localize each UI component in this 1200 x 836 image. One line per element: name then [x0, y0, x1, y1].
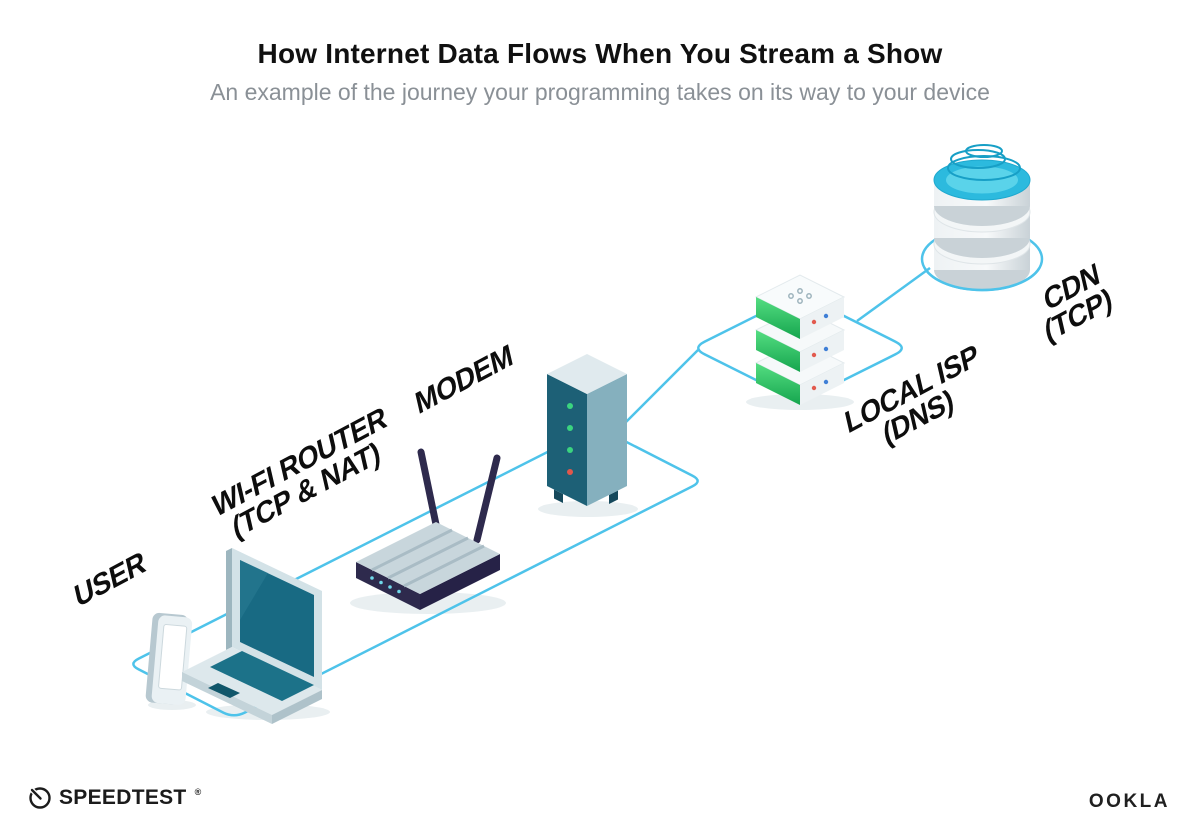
server-vent-dots	[788, 288, 812, 304]
user-phone	[145, 612, 193, 705]
isp-to-cdn-line	[856, 266, 931, 323]
cdn-ring-front-arc	[923, 267, 1041, 292]
cdn-swirl-rings	[947, 144, 1021, 181]
modem-led-lights	[567, 403, 573, 475]
page-title: How Internet Data Flows When You Stream …	[257, 38, 943, 69]
page-subtitle: An example of the journey your programmi…	[210, 79, 990, 105]
speedtest-trademark: ®	[194, 787, 202, 797]
speedtest-logo: SPEEDTEST ®	[28, 786, 202, 810]
speedtest-wordmark: SPEEDTEST	[59, 786, 187, 809]
cdn-database	[923, 144, 1041, 292]
header: How Internet Data Flows When You Stream …	[0, 38, 1200, 106]
router-led-lights	[370, 576, 401, 594]
wifi-router	[356, 448, 501, 610]
speedtest-gauge-icon	[29, 787, 51, 809]
modem-device	[547, 354, 627, 506]
user-laptop	[182, 548, 322, 724]
ookla-wordmark: OOKLA	[1088, 791, 1170, 812]
ookla-logo: OOKLA	[1089, 791, 1170, 813]
isp-server-stack	[754, 274, 846, 405]
server-unit-top	[754, 274, 846, 339]
